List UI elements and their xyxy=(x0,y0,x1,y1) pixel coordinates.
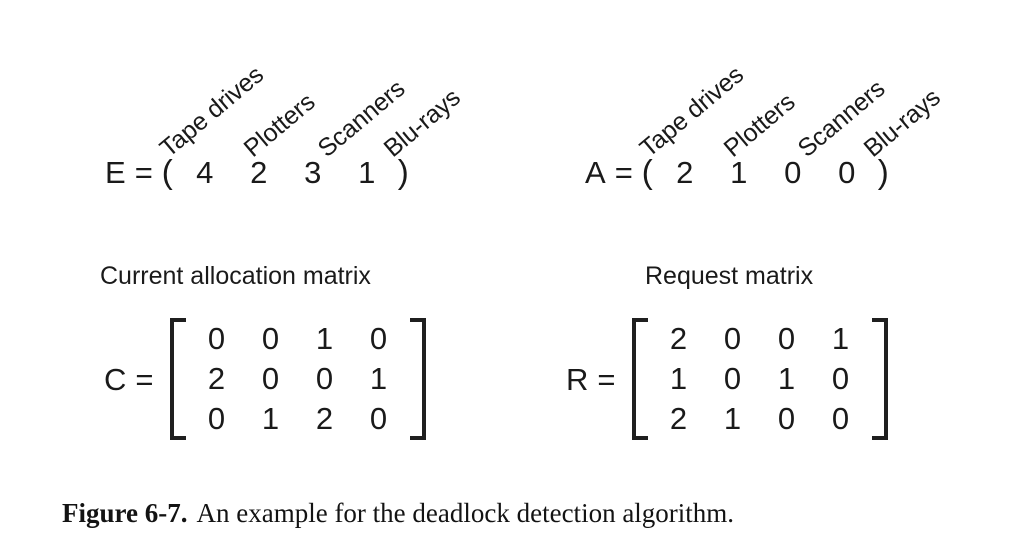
vector-cells-a: 2 1 0 0 xyxy=(658,157,874,188)
vector-open-paren-e: ( xyxy=(161,153,173,190)
vector-cell-a-0: 2 xyxy=(676,155,694,190)
matrix-cell-c-0-3: 0 xyxy=(369,321,388,356)
matrix-name-c: C xyxy=(104,361,127,397)
figure-number: Figure 6-7. xyxy=(62,498,188,528)
allocation-matrix: C = 0 0 1 0 2 0 0 1 0 1 2 0 xyxy=(104,318,426,440)
matrix-cell-r-2-2: 0 xyxy=(777,401,796,436)
resource-label-plotters-right: Plotters xyxy=(718,87,801,163)
matrix-cell-c-0-0: 0 xyxy=(207,321,226,356)
matrix-bracket-right-c xyxy=(409,318,426,440)
vector-cells-e: 4 2 3 1 xyxy=(178,157,394,188)
vector-equals-a: = xyxy=(614,155,633,190)
matrix-cell-c-0-2: 1 xyxy=(315,321,334,356)
allocation-matrix-caption: Current allocation matrix xyxy=(100,262,371,290)
matrix-cell-r-1-1: 0 xyxy=(723,361,742,396)
vector-name-a: A xyxy=(585,155,606,190)
matrix-cell-r-0-0: 2 xyxy=(669,321,688,356)
figure-caption-text: An example for the deadlock detection al… xyxy=(196,498,735,528)
matrix-cell-c-1-1: 0 xyxy=(261,361,280,396)
request-matrix-caption: Request matrix xyxy=(645,262,814,290)
matrix-cell-c-1-2: 0 xyxy=(315,361,334,396)
resource-label-plotters-left: Plotters xyxy=(238,87,321,163)
matrix-bracket-right-r xyxy=(871,318,888,440)
matrix-cell-c-0-1: 0 xyxy=(261,321,280,356)
matrix-cell-r-2-1: 1 xyxy=(723,401,742,436)
table-row: 0 0 1 0 xyxy=(190,319,406,359)
vector-close-paren-a: ) xyxy=(877,153,889,190)
matrix-grid-r: 2 0 0 1 1 0 1 0 2 1 0 0 xyxy=(648,318,872,440)
matrix-cell-r-2-0: 2 xyxy=(669,401,688,436)
vector-cell-e-0: 4 xyxy=(196,155,214,190)
matrix-cell-r-2-3: 0 xyxy=(831,401,850,436)
matrix-cell-r-1-0: 1 xyxy=(669,361,688,396)
matrix-cell-c-2-3: 0 xyxy=(369,401,388,436)
vector-cell-e-2: 3 xyxy=(304,155,322,190)
matrix-equals-c: = xyxy=(135,361,154,397)
table-row: 2 0 0 1 xyxy=(652,319,868,359)
vector-cell-a-2: 0 xyxy=(784,155,802,190)
matrix-name-r: R xyxy=(566,361,589,397)
matrix-cell-c-1-0: 2 xyxy=(207,361,226,396)
vector-cell-a-3: 0 xyxy=(838,155,856,190)
table-row: 1 0 1 0 xyxy=(652,359,868,399)
vector-name-e: E xyxy=(105,155,126,190)
available-resource-vector: A = ( 2 1 0 0 ) xyxy=(585,155,889,188)
table-row: 2 1 0 0 xyxy=(652,399,868,439)
request-matrix: R = 2 0 0 1 1 0 1 0 2 1 0 0 xyxy=(566,318,888,440)
matrix-cell-r-0-3: 1 xyxy=(831,321,850,356)
matrix-cell-c-2-0: 0 xyxy=(207,401,226,436)
vector-cell-e-3: 1 xyxy=(358,155,376,190)
matrix-cell-c-2-2: 2 xyxy=(315,401,334,436)
vector-open-paren-a: ( xyxy=(641,153,653,190)
matrix-grid-c: 0 0 1 0 2 0 0 1 0 1 2 0 xyxy=(186,318,410,440)
table-row: 2 0 0 1 xyxy=(190,359,406,399)
vector-cell-e-1: 2 xyxy=(250,155,268,190)
vector-close-paren-e: ) xyxy=(397,153,409,190)
matrix-equals-r: = xyxy=(597,361,616,397)
matrix-cell-r-0-2: 0 xyxy=(777,321,796,356)
matrix-bracket-left-r xyxy=(631,318,648,440)
matrix-cell-c-2-1: 1 xyxy=(261,401,280,436)
table-row: 0 1 2 0 xyxy=(190,399,406,439)
vector-equals-e: = xyxy=(134,155,153,190)
existing-resource-vector: E = ( 4 2 3 1 ) xyxy=(105,155,409,188)
matrix-bracket-left-c xyxy=(169,318,186,440)
vector-cell-a-1: 1 xyxy=(730,155,748,190)
matrix-cell-r-1-3: 0 xyxy=(831,361,850,396)
figure-caption: Figure 6-7. An example for the deadlock d… xyxy=(62,498,735,529)
matrix-cell-r-0-1: 0 xyxy=(723,321,742,356)
matrix-cell-c-1-3: 1 xyxy=(369,361,388,396)
matrix-cell-r-1-2: 1 xyxy=(777,361,796,396)
